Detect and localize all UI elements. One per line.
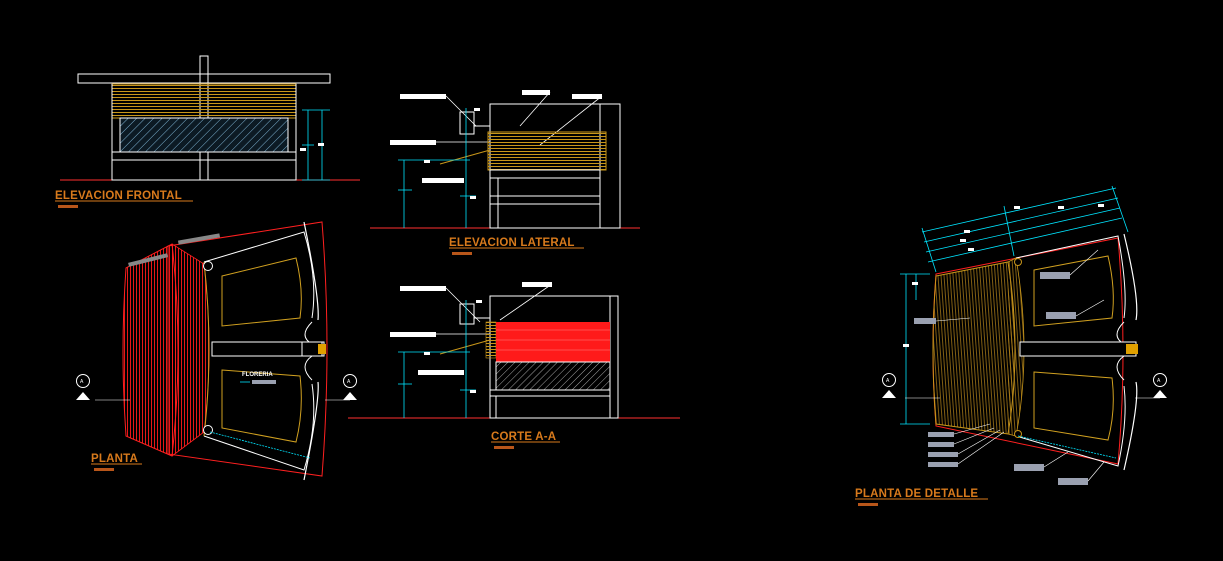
detail-marker-left: A: [886, 378, 890, 384]
plan-room-label: FLORERIA: [242, 372, 273, 378]
plan-view: A A FLORERIA PLANTA: [76, 221, 357, 481]
plan-title: PLANTA: [91, 453, 138, 465]
detail-marker-right: A: [1157, 378, 1161, 384]
section-marker-left: A: [80, 379, 84, 385]
front-elevation-title: ELEVACION FRONTAL: [55, 190, 182, 202]
detail-plan-view: A A PLANTA DE DETALLE: [855, 185, 1167, 506]
section-title: CORTE A-A: [491, 431, 556, 443]
side-elevation-view: ELEVACION LATERAL: [370, 90, 640, 255]
front-elevation-view: ELEVACION FRONTAL: [55, 55, 360, 208]
section-marker-right: A: [347, 379, 351, 385]
section-view: CORTE A-A: [348, 282, 680, 449]
side-elevation-title: ELEVACION LATERAL: [449, 237, 575, 249]
detail-plan-title: PLANTA DE DETALLE: [855, 488, 978, 500]
